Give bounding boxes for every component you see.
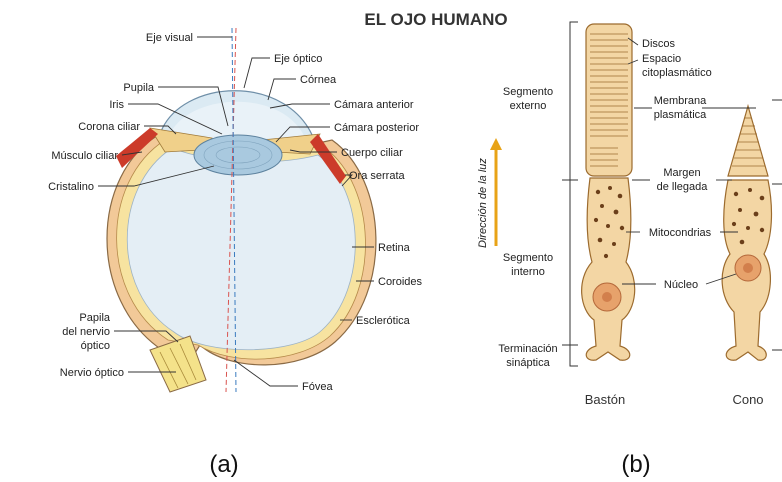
label-camara-posterior: Cámara posterior (334, 122, 419, 134)
label-membrana-2: plasmática (654, 109, 707, 121)
label-ora-serrata: Ora serrata (349, 170, 406, 182)
figure-title: EL OJO HUMANO (364, 10, 507, 29)
label-espacio-2: citoplasmático (642, 67, 712, 79)
label-corona-ciliar: Corona ciliar (78, 121, 140, 133)
label-segmento-interno-1: Segmento (503, 252, 553, 264)
label-iris: Iris (109, 99, 124, 111)
label-margen-1: Margen (663, 167, 700, 179)
label-cristalino: Cristalino (48, 181, 94, 193)
label-camara-anterior: Cámara anterior (334, 99, 414, 111)
vitreous-body (127, 148, 355, 350)
photoreceptor-panel: Dirección de la luz Discos Espacio citop… (477, 22, 782, 478)
label-retina: Retina (378, 242, 411, 254)
label-cuerpo-ciliar: Cuerpo ciliar (341, 147, 403, 159)
label-papila-3: óptico (81, 340, 110, 352)
label-coroides: Coroides (378, 276, 423, 288)
label-espacio-1: Espacio (642, 53, 681, 65)
label-musculo-ciliar: Músculo ciliar (51, 150, 118, 162)
label-membrana-1: Membrana (654, 95, 707, 107)
label-eje-visual: Eje visual (146, 32, 193, 44)
caption-a: (a) (209, 451, 238, 478)
label-pupila: Pupila (123, 82, 154, 94)
label-papila-1: Papila (79, 312, 110, 324)
rod-inner-segment (582, 178, 635, 360)
label-segmento-interno-2: interno (511, 266, 545, 278)
eye-panel: Eje visual Eje óptico Córnea Pupila Cáma… (48, 28, 422, 478)
rod-nucleolus (602, 292, 612, 302)
label-margen-2: de llegada (657, 181, 709, 193)
label-esclerotica: Esclerótica (356, 315, 411, 327)
label-segmento-externo-2: externo (510, 100, 547, 112)
label-eje-optico: Eje óptico (274, 53, 322, 65)
caption-b: (b) (621, 451, 650, 478)
label-fovea: Fóvea (302, 381, 333, 393)
light-direction-arrowhead (490, 138, 502, 150)
label-cornea: Córnea (300, 74, 337, 86)
label-terminacion-1: Terminación (498, 343, 557, 355)
segment-bracket-right (772, 100, 782, 350)
cone-outer-segment (728, 106, 768, 176)
label-nucleo: Núcleo (664, 279, 698, 291)
label-mitocondrias: Mitocondrias (649, 227, 712, 239)
cone-nucleolus (743, 263, 753, 273)
label-cono: Cono (732, 392, 763, 407)
label-segmento-externo-1: Segmento (503, 86, 553, 98)
label-direccion-luz: Dirección de la luz (477, 158, 489, 248)
label-papila-2: del nervio (62, 326, 110, 338)
label-nervio-optico: Nervio óptico (60, 367, 124, 379)
label-baston: Bastón (585, 392, 625, 407)
label-discos: Discos (642, 38, 676, 50)
segment-bracket (570, 22, 578, 366)
label-terminacion-2: sináptica (506, 357, 550, 369)
